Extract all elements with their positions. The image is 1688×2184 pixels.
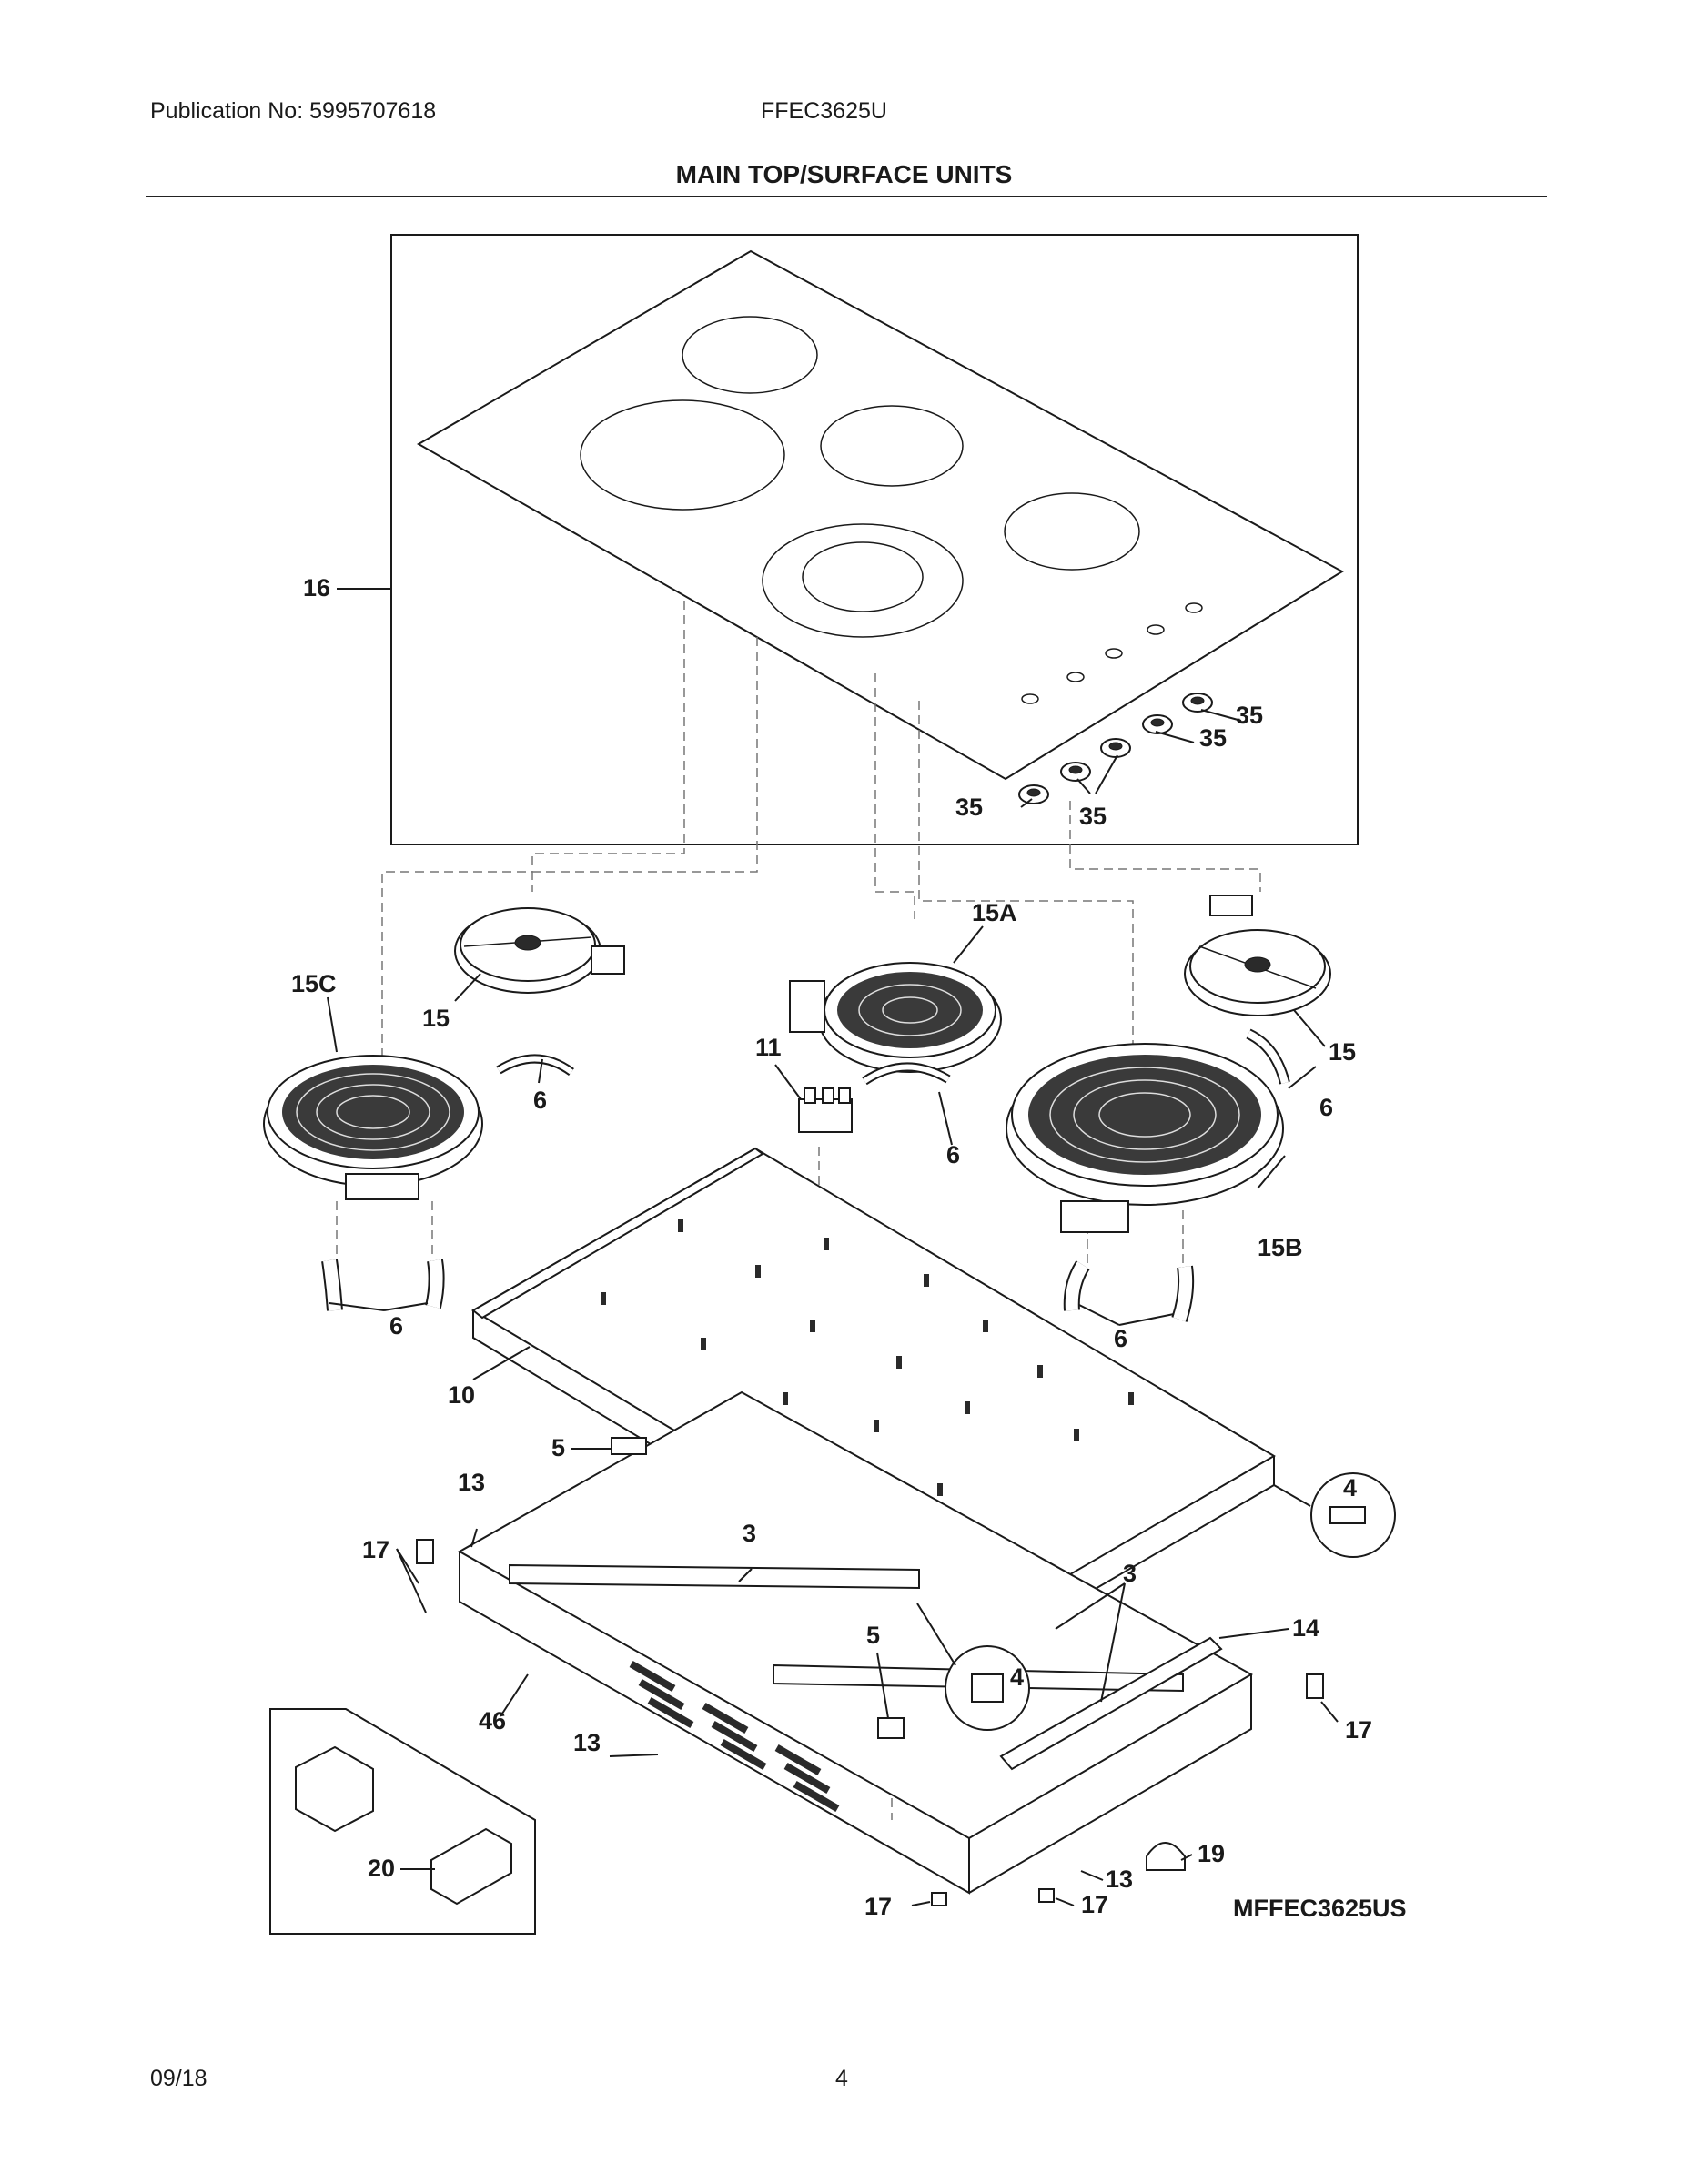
- callout-35-c: 35: [955, 794, 983, 821]
- callout-13-c: 13: [1106, 1866, 1133, 1893]
- header-divider: [146, 196, 1547, 197]
- callout-5-b: 5: [866, 1622, 880, 1649]
- callout-14: 14: [1292, 1614, 1319, 1642]
- callout-13-a: 13: [458, 1469, 485, 1496]
- knob-seals[interactable]: [1018, 693, 1213, 804]
- glass-top-frame: [390, 234, 1359, 845]
- callout-35-d: 35: [1079, 803, 1107, 830]
- diagram-code: MFFEC3625US: [1233, 1895, 1407, 1922]
- callout-4-b: 4: [1010, 1663, 1024, 1691]
- callout-15a: 15A: [972, 899, 1017, 926]
- callout-3-a: 3: [743, 1520, 756, 1547]
- callout-17-d: 17: [1081, 1891, 1108, 1918]
- wire-clips[interactable]: [321, 1028, 1290, 1322]
- callout-6-d: 6: [389, 1312, 403, 1340]
- radiant-element-15c[interactable]: [263, 1055, 483, 1200]
- callout-6-c: 6: [1319, 1094, 1333, 1121]
- radiant-element-15-left[interactable]: [454, 907, 625, 994]
- publication-number: Publication No: 5995707618: [150, 98, 437, 124]
- callout-17-c: 17: [864, 1893, 892, 1920]
- callout-16: 16: [303, 574, 330, 602]
- callout-11: 11: [755, 1034, 782, 1061]
- model-number: FFEC3625U: [761, 98, 887, 124]
- callout-46: 46: [479, 1707, 506, 1734]
- footer-date: 09/18: [150, 2066, 207, 2091]
- radiant-element-15a[interactable]: [789, 962, 1002, 1073]
- heat-shield-bracket[interactable]: [295, 1745, 512, 1906]
- callout-6-a: 6: [533, 1087, 547, 1114]
- callout-15c: 15C: [291, 970, 337, 997]
- callout-15b: 15B: [1258, 1234, 1303, 1261]
- callout-17-b: 17: [1345, 1716, 1372, 1744]
- callout-leaders: [327, 588, 1339, 1906]
- callout-15-right: 15: [1329, 1038, 1356, 1066]
- glass-cooktop[interactable]: [416, 249, 1344, 781]
- callout-5-a: 5: [551, 1434, 565, 1461]
- callout-17-a: 17: [362, 1536, 389, 1563]
- callout-35-a: 35: [1236, 702, 1263, 729]
- callout-19: 19: [1198, 1840, 1225, 1867]
- callout-13-b: 13: [573, 1729, 601, 1756]
- page-number: 4: [835, 2066, 848, 2091]
- mounting-brackets[interactable]: [416, 1437, 1396, 1906]
- callout-15-left: 15: [422, 1005, 450, 1032]
- terminal-block[interactable]: [798, 1087, 853, 1133]
- callout-20: 20: [368, 1855, 395, 1882]
- callout-35-b: 35: [1199, 724, 1227, 752]
- callout-labels: 16 35 35 35 35 15A 15C 15 15 15B 6 6 6 6…: [291, 574, 1407, 1922]
- inset-box: [269, 1708, 536, 1935]
- callout-6-b: 6: [946, 1141, 960, 1168]
- radiant-element-15b[interactable]: [1006, 1043, 1284, 1233]
- callout-4-a: 4: [1343, 1474, 1357, 1502]
- callout-6-e: 6: [1114, 1325, 1127, 1352]
- radiant-element-15-right[interactable]: [1184, 895, 1331, 1016]
- callout-10: 10: [448, 1381, 475, 1409]
- callout-3-b: 3: [1123, 1560, 1137, 1587]
- page-title: MAIN TOP/SURFACE UNITS: [675, 160, 1013, 188]
